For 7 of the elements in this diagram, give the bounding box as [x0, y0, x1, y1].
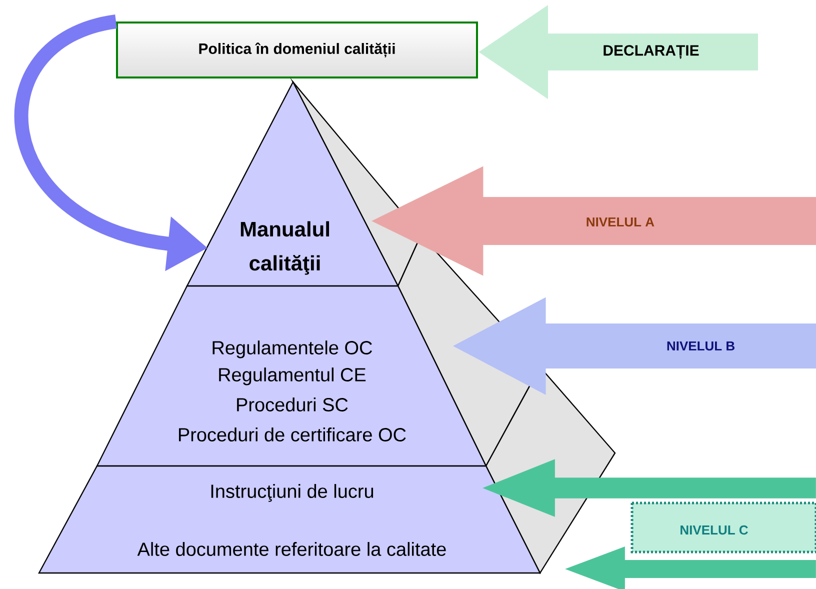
node-label: Alte documente referitoare la calitate	[137, 542, 446, 556]
edge-label: DECLARAȚIE	[602, 44, 700, 60]
edge-label: NIVELUL B	[665, 340, 736, 352]
edge-label: NIVELUL A	[584, 216, 656, 228]
label-box: NIVELUL C	[630, 502, 816, 554]
title-box: Politica în domeniul calității	[116, 22, 478, 78]
node-label: Instrucţiuni de lucru	[211, 484, 374, 502]
